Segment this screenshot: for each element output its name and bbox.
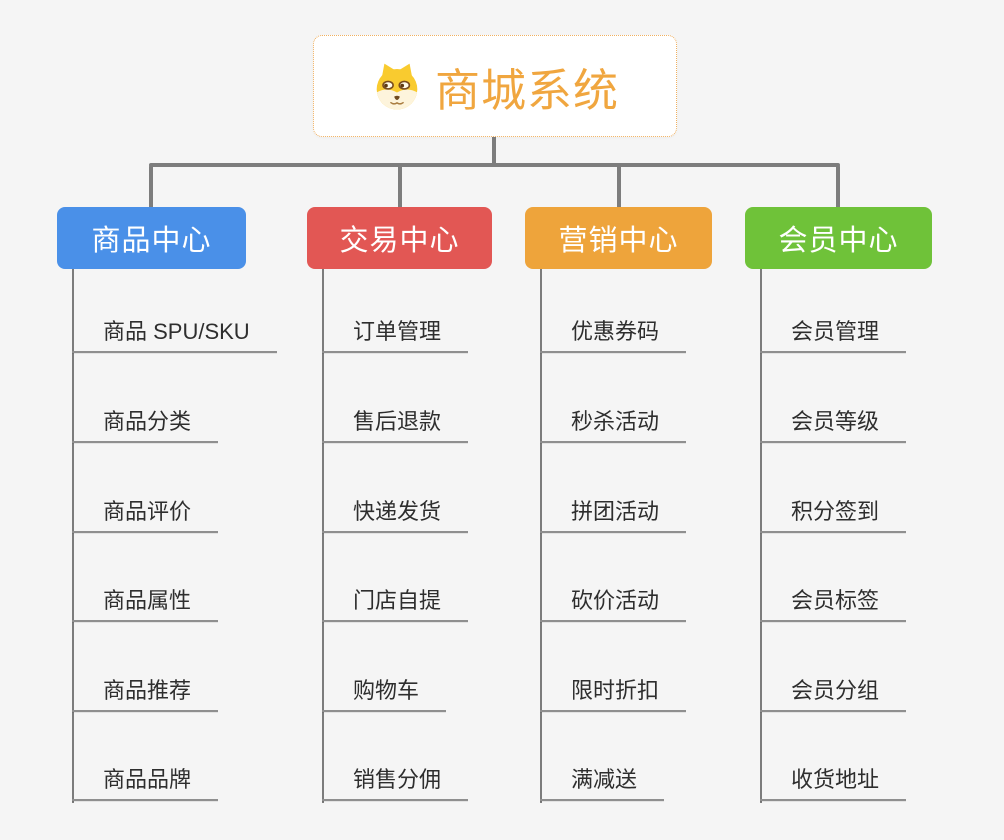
leaf-node[interactable]: 快递发货 <box>322 495 469 533</box>
branch-node-marketing[interactable]: 营销中心 <box>525 207 712 269</box>
leaf-node[interactable]: 商品属性 <box>72 584 219 622</box>
branch-node-trade[interactable]: 交易中心 <box>307 207 492 269</box>
leaf-node[interactable]: 购物车 <box>322 674 447 712</box>
leaf-node[interactable]: 会员标签 <box>760 584 907 622</box>
leaf-node[interactable]: 会员分组 <box>760 674 907 712</box>
root-node[interactable]: 商城系统 <box>313 35 677 137</box>
leaf-node[interactable]: 门店自提 <box>322 584 469 622</box>
connector-root-stem <box>492 135 496 165</box>
leaf-node[interactable]: 商品品牌 <box>72 763 219 801</box>
children-rail-marketing <box>540 269 542 803</box>
branch-node-product[interactable]: 商品中心 <box>57 207 246 269</box>
leaf-node[interactable]: 限时折扣 <box>540 674 687 712</box>
leaf-node[interactable]: 砍价活动 <box>540 584 687 622</box>
leaf-node[interactable]: 收货地址 <box>760 763 907 801</box>
leaf-node[interactable]: 优惠券码 <box>540 315 687 353</box>
branch-node-member[interactable]: 会员中心 <box>745 207 932 269</box>
dog-face-icon <box>371 60 423 112</box>
children-rail-trade <box>322 269 324 803</box>
leaf-node[interactable]: 销售分佣 <box>322 763 469 801</box>
leaf-node[interactable]: 商品评价 <box>72 495 219 533</box>
connector-drop-trade <box>398 165 402 209</box>
leaf-node[interactable]: 会员管理 <box>760 315 907 353</box>
connector-drop-product <box>149 165 153 209</box>
root-node-title: 商城系统 <box>434 64 619 116</box>
leaf-node[interactable]: 售后退款 <box>322 405 469 443</box>
leaf-node[interactable]: 积分签到 <box>760 495 907 533</box>
leaf-node[interactable]: 订单管理 <box>322 315 469 353</box>
leaf-node[interactable]: 会员等级 <box>760 405 907 443</box>
leaf-node[interactable]: 商品 SPU/SKU <box>72 315 277 353</box>
leaf-node[interactable]: 秒杀活动 <box>540 405 687 443</box>
leaf-node[interactable]: 商品分类 <box>72 405 219 443</box>
children-rail-member <box>760 269 762 803</box>
leaf-node[interactable]: 商品推荐 <box>72 674 219 712</box>
leaf-node[interactable]: 满减送 <box>540 763 665 801</box>
children-rail-product <box>72 269 74 803</box>
connector-drop-member <box>836 165 840 209</box>
connector-horizontal-bar <box>149 163 840 167</box>
leaf-node[interactable]: 拼团活动 <box>540 495 687 533</box>
connector-drop-marketing <box>617 165 621 209</box>
